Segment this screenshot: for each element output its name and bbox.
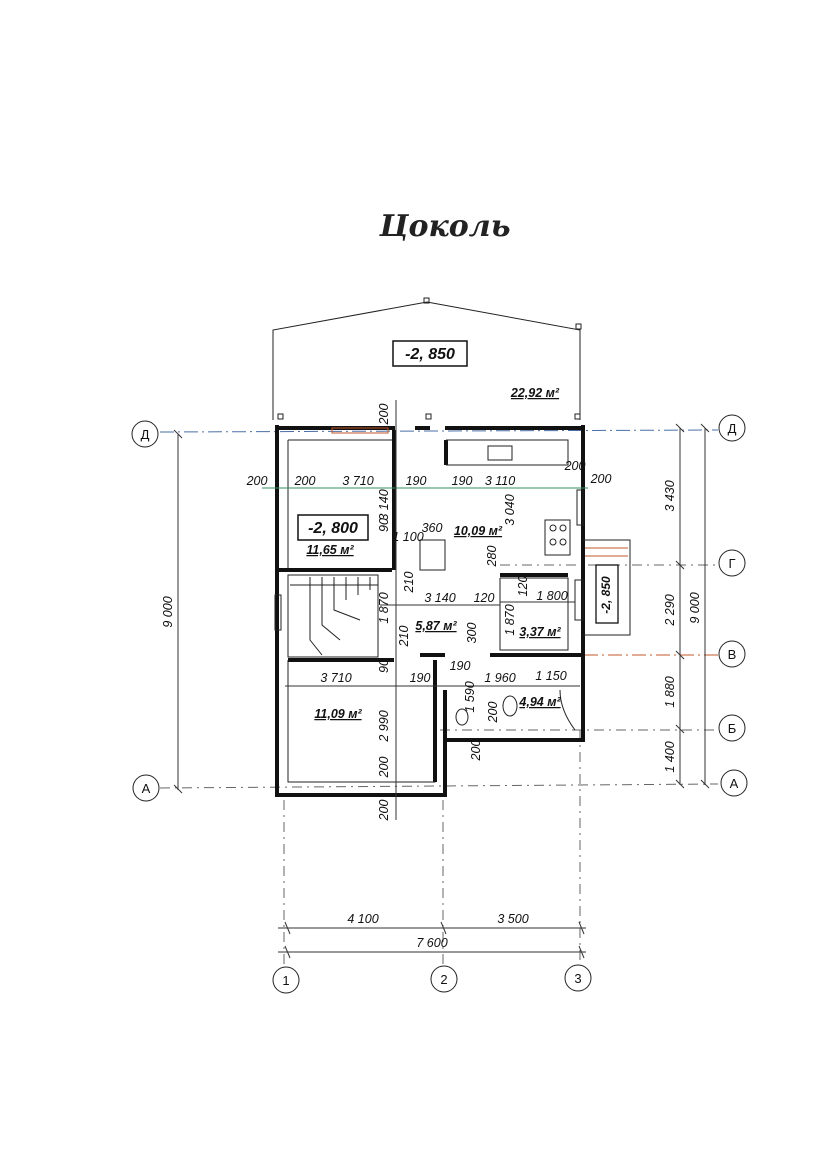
dim-3710-bottom: 3 710 [320,671,351,685]
dim-2290: 2 290 [663,594,677,626]
dim-1150: 1 150 [535,669,566,683]
axis-bubble-v [718,640,746,668]
terrace-outline: -2, 850 22,92 м² [272,297,582,420]
dim-1590: 1 590 [463,681,477,712]
walls [274,425,631,797]
living-level-box [297,514,369,541]
axis-label-d-right: Д [728,421,737,436]
dim-200-right-out: 200 [590,472,612,486]
area-room-center: 10,09 м² [454,524,503,538]
axis-bubble-d-right [718,414,746,442]
axis-bubble-a-left [132,774,160,802]
axis-bubbles: Д Д Г В Б А А 1 2 3 [131,414,748,994]
dim-3040-v: 3 040 [503,494,517,525]
axis-bubble-2 [430,965,458,993]
dim-190-c: 190 [450,659,471,673]
dim-210-a: 210 [402,572,416,594]
axis-bubble-1 [272,966,300,994]
dim-300: 300 [465,623,479,644]
living-level: -2, 800 [308,520,358,537]
terrace-level: -2, 850 [405,346,455,363]
axis-bubble-3 [564,964,592,992]
dim-3140-h: 3 140 [424,591,455,605]
dim-190-b: 190 [452,474,473,488]
axis-bubble-g [718,549,746,577]
axis-label-1: 1 [282,973,289,988]
dim-280: 280 [485,546,499,568]
axis-bubble-d-left [131,420,159,448]
dim-1960: 1 960 [484,671,515,685]
axis-label-d-left: Д [141,427,150,442]
dim-3140-v: 3 140 [377,489,391,520]
dim-200-a: 200 [294,474,316,488]
area-room-small: 3,37 м² [519,625,561,639]
terrace-area: 22,92 м² [510,386,560,400]
area-bath: 4,94 м² [518,695,561,709]
dim-200-left: 200 [246,474,268,488]
dimension-lines [173,400,710,959]
plan-title: Цоколь [378,209,510,244]
dim-2990: 2 990 [377,710,391,742]
dim-90-b: 90 [377,659,391,673]
dim-120-a: 120 [474,591,495,605]
dim-1800: 1 800 [536,589,567,603]
dim-200-top: 200 [377,404,391,426]
dim-1870-b: 1 870 [503,604,517,635]
dim-200-d: 200 [377,757,391,779]
dim-9000-right: 9 000 [688,592,702,623]
dim-4100: 4 100 [347,912,378,926]
dim-1100: 1 100 [392,530,423,544]
dim-200-bottom: 200 [377,800,391,822]
axis-bubble-b [718,714,746,742]
dim-1400: 1 400 [663,741,677,772]
dim-90-a: 90 [377,518,391,532]
axis-label-2: 2 [440,972,447,987]
axis-line-a [159,783,719,789]
dim-3430: 3 430 [663,480,677,511]
area-room-top-left: 11,65 м² [306,543,354,557]
dim-3500: 3 500 [497,912,528,926]
dimension-texts: 200 200 200 3 710 190 190 3 110 200 200 … [161,404,702,950]
dim-1870-a: 1 870 [377,592,391,623]
dim-200-right-in: 200 [564,459,586,473]
dim-1880: 1 880 [663,676,677,707]
axis-line-d [159,429,719,433]
axis-label-g: Г [728,556,735,571]
axis-lines [159,429,719,965]
axis-label-3: 3 [574,971,581,986]
dim-200-b: 200 [486,702,500,724]
dim-210-b: 210 [397,626,411,648]
dim-360: 360 [422,521,443,535]
axis-label-b: Б [728,721,737,736]
dim-3110: 3 110 [485,474,515,488]
dim-190-a: 190 [406,474,427,488]
dim-9000-left: 9 000 [161,596,175,627]
area-room-bottom-left: 11,09 м² [314,707,362,721]
dim-190-d: 190 [410,671,431,685]
dim-120-b: 120 [516,576,530,597]
dim-200-c: 200 [469,740,483,762]
terrace-level-box [392,340,468,367]
dim-7600: 7 600 [416,936,447,950]
area-hall: 5,87 м² [415,619,457,633]
porch-level: -2, 850 [599,576,613,614]
dim-3710-top: 3 710 [342,474,373,488]
axis-label-a-left: А [142,781,151,796]
axis-label-v: В [728,647,737,662]
axis-bubble-a-right [720,769,748,797]
axis-label-a-right: А [730,776,739,791]
